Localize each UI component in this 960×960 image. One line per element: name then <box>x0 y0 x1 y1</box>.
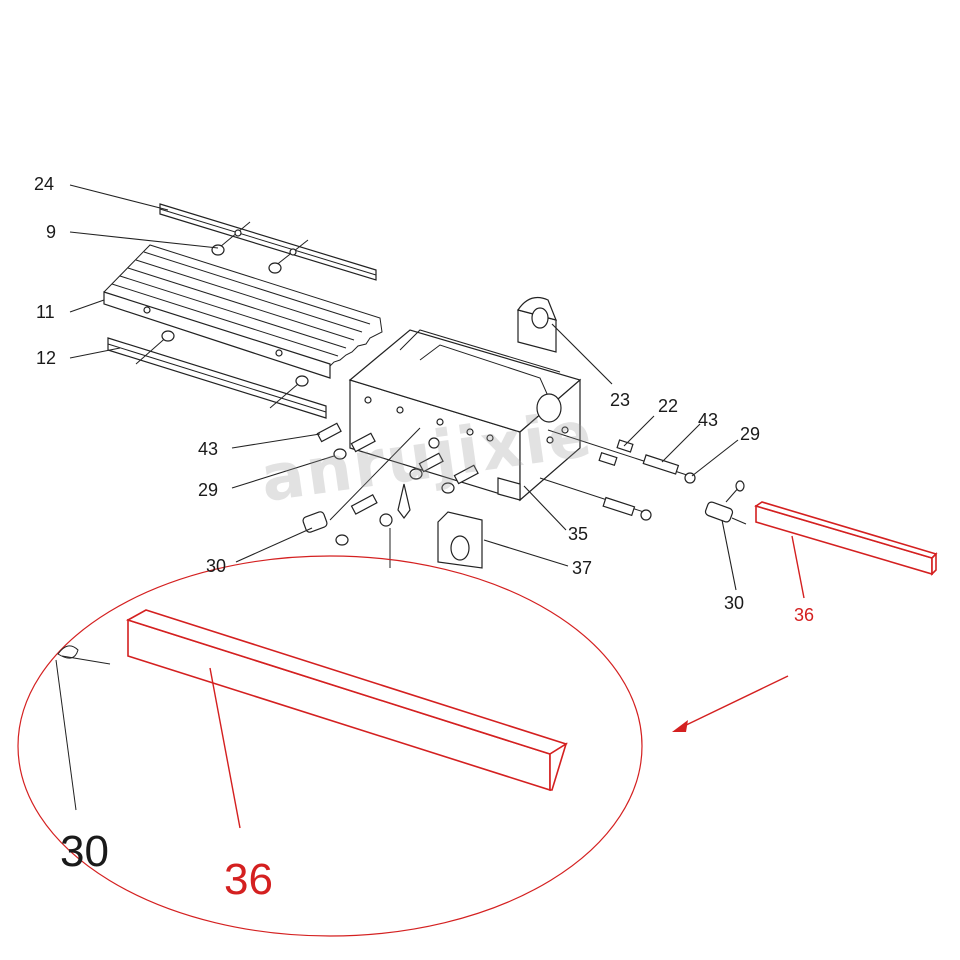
part-number-labels: 24 9 11 12 43 29 30 23 22 43 29 35 37 30… <box>34 174 814 904</box>
part-22-43-29-right-fasteners <box>539 429 696 521</box>
label-12: 12 <box>36 348 56 368</box>
label-22: 22 <box>658 396 678 416</box>
part-37-bracket <box>437 511 483 569</box>
zoom-label-36: 36 <box>224 855 273 904</box>
label-23: 23 <box>610 390 630 410</box>
part-9-screws <box>211 221 309 274</box>
label-30-right: 30 <box>724 593 744 613</box>
part-23-clamp-block <box>517 297 557 353</box>
label-30-left: 30 <box>206 556 226 576</box>
label-29-right: 29 <box>740 424 760 444</box>
label-37: 37 <box>572 558 592 578</box>
part-35-main-body <box>348 329 582 502</box>
label-11: 11 <box>36 302 55 322</box>
label-43-right: 43 <box>698 410 718 430</box>
zoom-label-30: 30 <box>60 827 109 876</box>
part-11-bellows <box>103 244 383 379</box>
leader-lines <box>69 184 805 599</box>
label-36: 36 <box>794 605 814 625</box>
zoom-pointer-arrow <box>672 675 789 732</box>
label-24: 24 <box>34 174 54 194</box>
part-30-right-handle <box>704 480 747 525</box>
part-24-top-plate <box>159 203 377 281</box>
part-43-29-left-fasteners <box>316 422 479 527</box>
label-43-left: 43 <box>198 439 218 459</box>
label-9: 9 <box>46 222 56 242</box>
label-29-left: 29 <box>198 480 218 500</box>
label-35: 35 <box>568 524 588 544</box>
zoom-detail-callout <box>17 555 643 937</box>
part-36-key-small <box>754 501 938 576</box>
part-12-bottom-plate <box>107 330 327 419</box>
part-30-left-handle <box>302 427 421 568</box>
